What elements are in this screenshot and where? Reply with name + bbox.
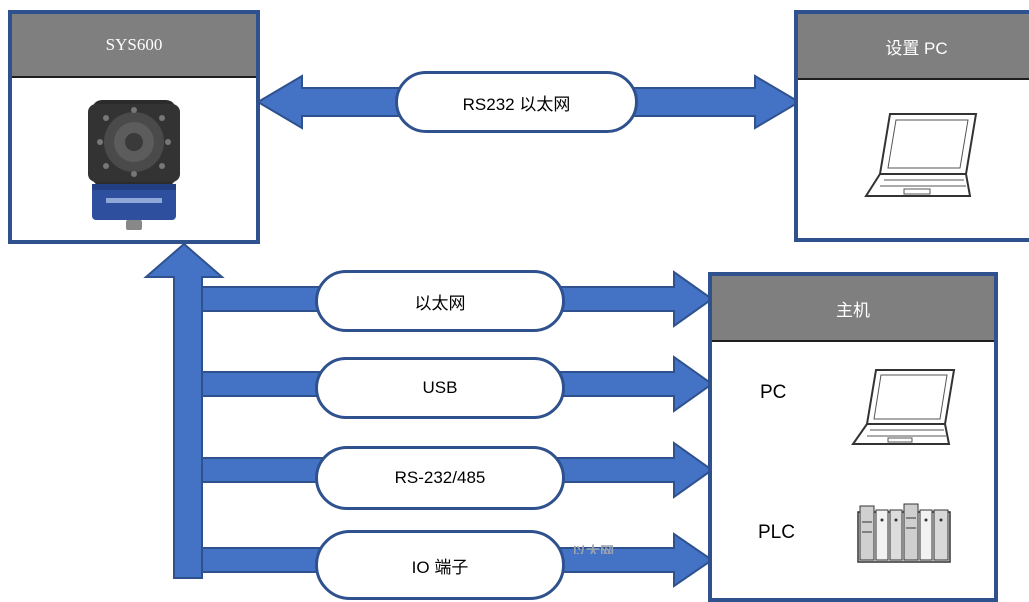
camera-device-icon bbox=[88, 100, 180, 230]
connection-diagram: SYS600 设置 PC bbox=[8, 10, 1029, 602]
device-title: SYS600 bbox=[105, 35, 163, 54]
host-box-header: 主机 bbox=[712, 276, 994, 342]
host-item-plc-label: PLC bbox=[758, 522, 795, 543]
link-label-top: RS232 以太网 bbox=[395, 71, 638, 133]
link-label-ethernet: 以太网 bbox=[315, 270, 565, 332]
link-label-top-text: RS232 以太网 bbox=[462, 94, 571, 114]
laptop-icon bbox=[864, 113, 978, 197]
upward-trunk-arrow bbox=[143, 242, 225, 579]
plc-rack-icon bbox=[857, 503, 951, 563]
link-label-ethernet-text: 以太网 bbox=[414, 293, 466, 313]
link-label-io: IO 端子 bbox=[315, 530, 565, 600]
host-item-pc-label: PC bbox=[760, 382, 787, 403]
link-label-io-text: IO 端子 bbox=[411, 557, 469, 577]
setup-pc-box: 设置 PC bbox=[794, 10, 1029, 242]
link-label-usb: USB bbox=[315, 357, 565, 419]
host-title: 主机 bbox=[836, 300, 870, 320]
laptop-icon bbox=[851, 369, 956, 445]
host-box: 主机 PC PLC bbox=[708, 272, 998, 602]
link-label-rs232-485-text: RS-232/485 bbox=[394, 468, 486, 487]
stray-overlap-text: 以太网 bbox=[572, 544, 614, 554]
device-box: SYS600 bbox=[8, 10, 260, 244]
setup-pc-header: 设置 PC bbox=[798, 14, 1029, 80]
link-label-rs232-485: RS-232/485 bbox=[315, 446, 565, 510]
setup-pc-title: 设置 PC bbox=[885, 38, 948, 58]
link-label-usb-text: USB bbox=[422, 378, 458, 397]
device-box-header: SYS600 bbox=[12, 14, 256, 78]
